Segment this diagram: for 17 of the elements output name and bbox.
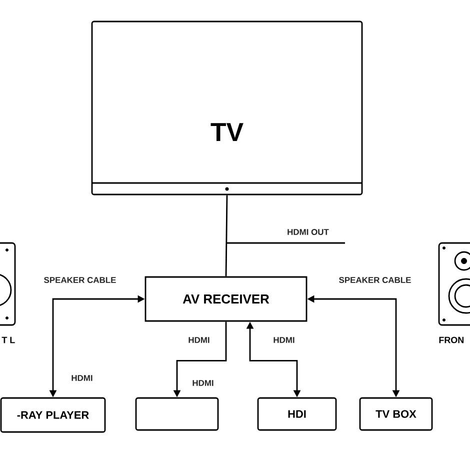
device-box	[135, 397, 219, 431]
speaker-caption: FRON	[439, 336, 464, 344]
edge-label: HDMI	[272, 336, 296, 344]
speaker-caption: T L	[2, 336, 15, 344]
speaker-drawing	[0, 242, 16, 326]
edge-label: SPEAKER CABLE	[42, 276, 118, 284]
device-box: TV BOX	[359, 397, 433, 431]
cable-label: HDMI	[72, 375, 92, 381]
edge-label: SPEAKER CABLE	[338, 276, 412, 284]
cable-label: HDMI	[192, 380, 214, 386]
receiver-box: AV RECEIVER	[144, 276, 308, 322]
cable-label: HDMI OUT	[288, 229, 329, 235]
device-box: -RAY PLAYER	[0, 397, 106, 433]
speaker-drawing	[438, 242, 470, 326]
tv-drawing: TV	[91, 20, 363, 196]
device-box: HDI	[257, 397, 337, 431]
edge-label: HDMI	[187, 336, 211, 344]
